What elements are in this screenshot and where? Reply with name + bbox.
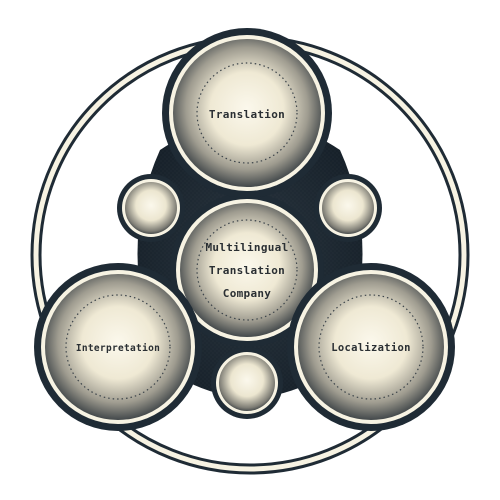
translation-label: Translation [209, 108, 285, 121]
center-label-line-2: Translation [209, 264, 285, 277]
center-label-line-3: Company [223, 287, 272, 300]
small-node-top-left [117, 174, 185, 242]
center-label-line-1: Multilingual [205, 241, 288, 254]
center-node: Multilingual Translation Company [170, 193, 324, 347]
small-node-bottom [211, 347, 283, 419]
small-node-top-right [314, 174, 382, 242]
service-node-interpretation: Interpretation [34, 263, 202, 431]
service-node-translation: Translation [162, 28, 332, 198]
service-node-localization: Localization [287, 263, 455, 431]
localization-label: Localization [331, 342, 410, 354]
interpretation-label: Interpretation [76, 343, 160, 354]
